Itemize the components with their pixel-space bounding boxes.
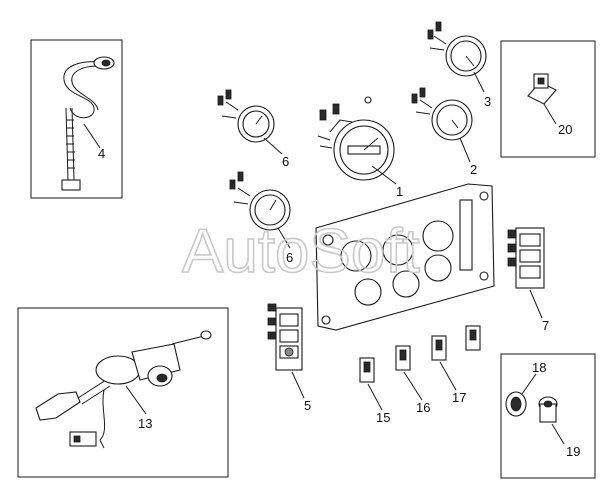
callout-19: 19 bbox=[566, 444, 580, 459]
socket-19-part bbox=[538, 396, 558, 423]
rocker-switch-16-part bbox=[395, 345, 411, 371]
rocker-switch-17b-part bbox=[465, 325, 481, 351]
gauge-6-lower-part bbox=[229, 171, 291, 231]
box-steering-switch bbox=[17, 307, 229, 478]
callout-7: 7 bbox=[542, 318, 549, 333]
leader-lines bbox=[83, 71, 565, 445]
steering-switch-part bbox=[35, 330, 212, 449]
callout-4: 4 bbox=[98, 146, 105, 161]
speedometer-part bbox=[317, 96, 395, 181]
rocker-switch-17a-part bbox=[431, 335, 447, 361]
socket-ring-18-part bbox=[505, 391, 527, 417]
callout-16: 16 bbox=[416, 400, 430, 415]
instrument-panel-part bbox=[315, 183, 495, 331]
gauge-6-upper-part bbox=[217, 89, 275, 143]
callout-13: 13 bbox=[138, 416, 152, 431]
callout-2: 2 bbox=[470, 162, 477, 177]
watermark: AutoSoft bbox=[182, 217, 420, 286]
callout-3: 3 bbox=[484, 94, 491, 109]
gauge-2-part bbox=[411, 87, 473, 141]
callout-6-upper: 6 bbox=[282, 154, 289, 169]
callout-15: 15 bbox=[376, 410, 390, 425]
callout-17: 17 bbox=[452, 390, 466, 405]
gauge-3-part bbox=[427, 21, 487, 77]
callout-6-lower: 6 bbox=[286, 250, 293, 265]
box-sensor-cable bbox=[30, 39, 123, 199]
switch-block-7-part bbox=[507, 227, 545, 289]
box-socket bbox=[500, 353, 596, 479]
rocker-switch-15-part bbox=[359, 357, 375, 383]
rocker-switch-part bbox=[527, 73, 557, 105]
callout-18: 18 bbox=[532, 360, 546, 375]
sensor-cable-part bbox=[61, 56, 115, 191]
callout-1: 1 bbox=[396, 184, 403, 199]
box-switch-unit bbox=[500, 40, 596, 158]
callout-20: 20 bbox=[558, 122, 572, 137]
callout-5: 5 bbox=[304, 398, 311, 413]
switch-block-5-part bbox=[267, 303, 303, 371]
